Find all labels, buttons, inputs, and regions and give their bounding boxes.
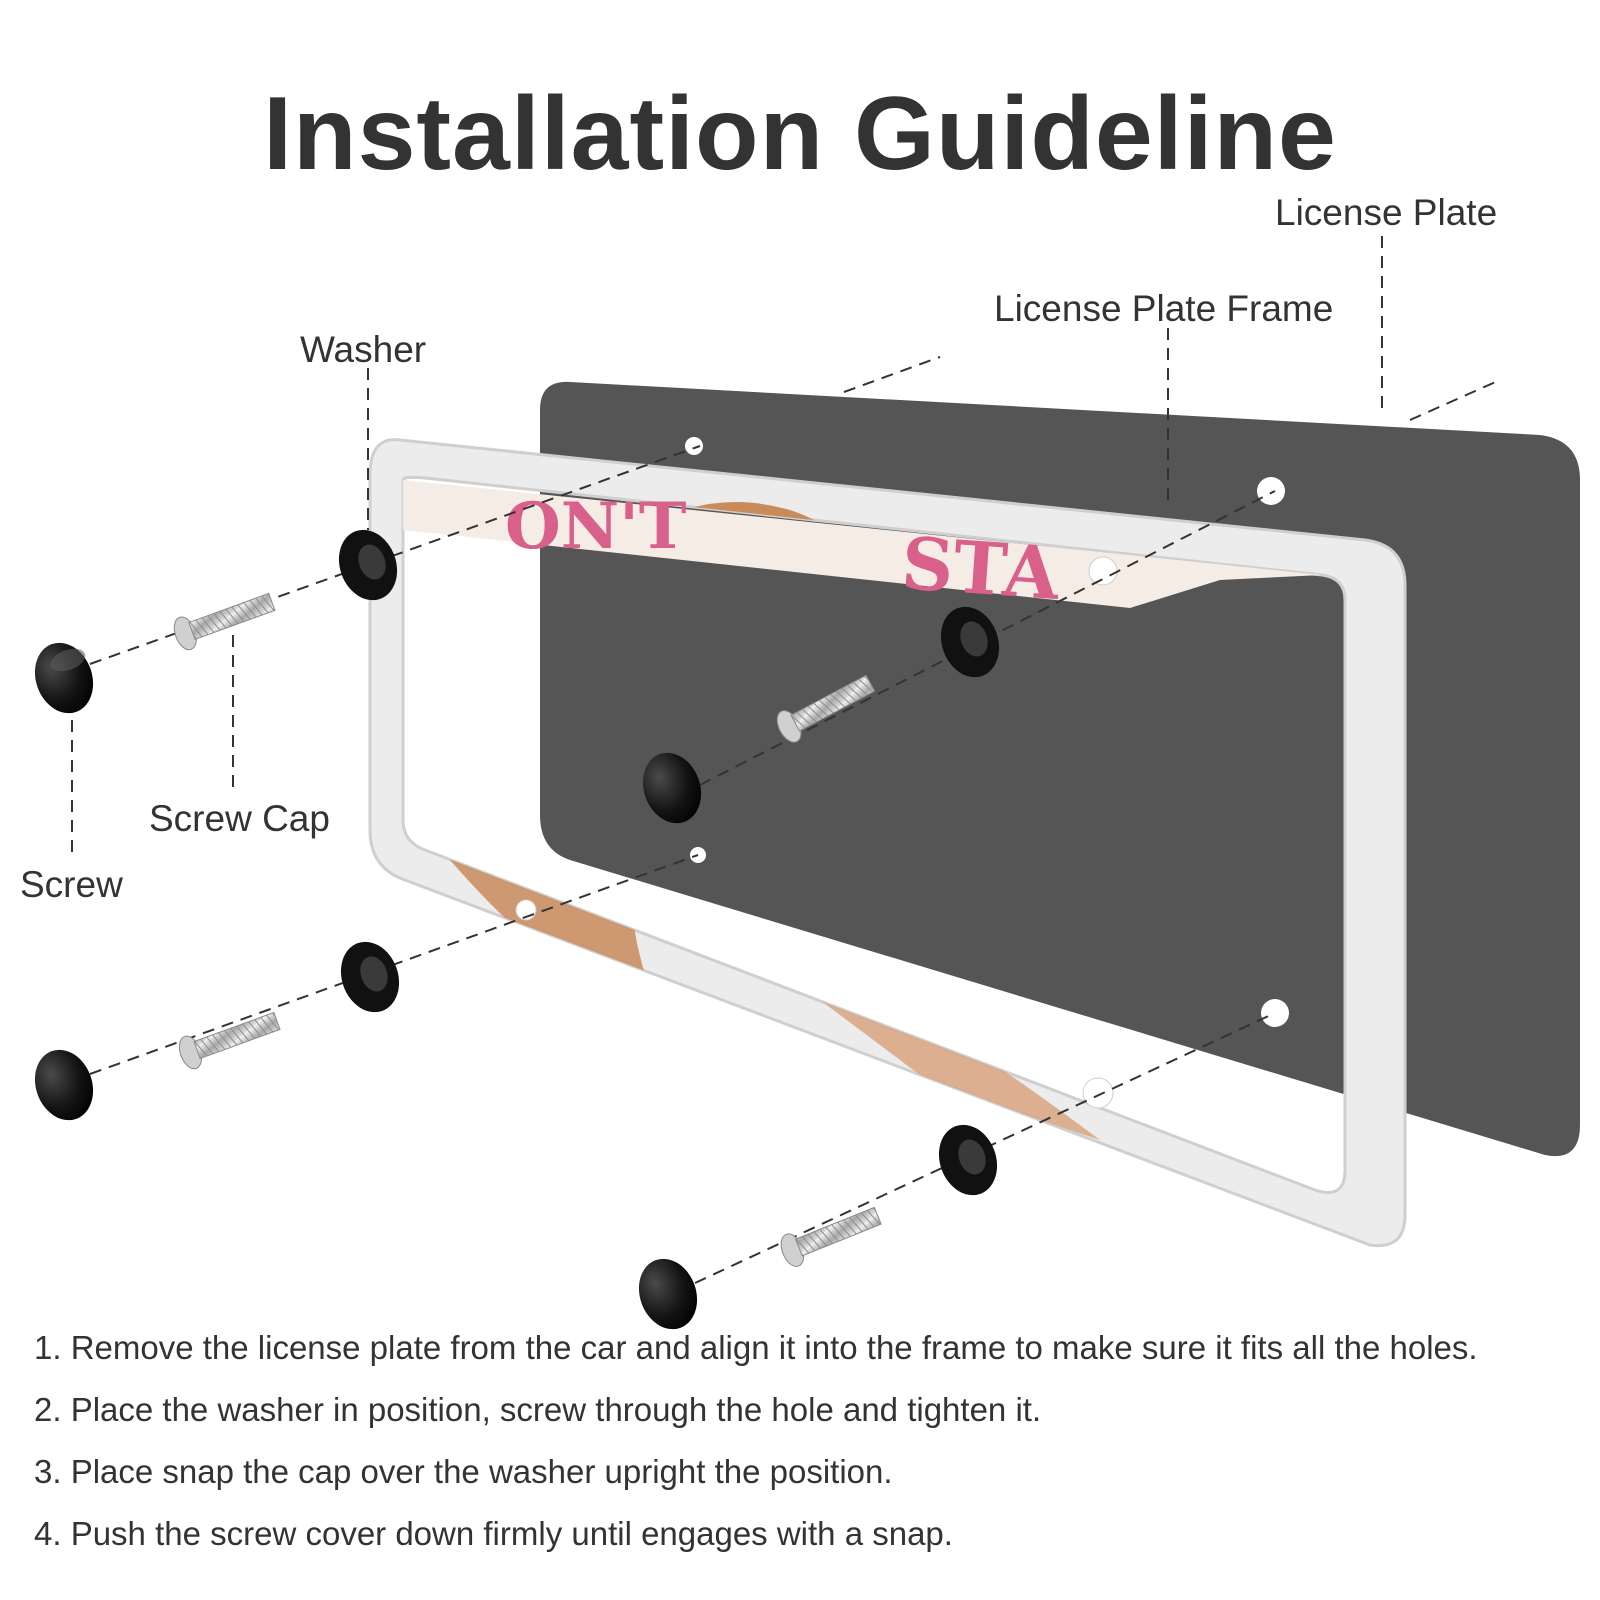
screw — [780, 1206, 882, 1267]
instruction-step: 2. Place the washer in position, screw t… — [34, 1391, 1042, 1428]
washer — [340, 941, 400, 1013]
frame-print-text-right: STA — [899, 520, 1063, 616]
washer — [940, 606, 1000, 678]
frame-hole — [1082, 1077, 1114, 1109]
callout-washer: Washer — [300, 329, 427, 370]
page-title: Installation Guideline — [263, 76, 1337, 192]
instruction-steps: 1. Remove the license plate from the car… — [34, 1330, 1594, 1578]
callout-leaders — [71, 236, 1501, 860]
screw — [776, 674, 876, 743]
washer — [938, 1124, 998, 1196]
screw-cap — [34, 642, 94, 714]
callout-license-plate: License Plate — [1275, 192, 1498, 233]
callout-screw-cap: Screw Cap — [149, 798, 330, 839]
instruction-step: 3. Place snap the cap over the washer up… — [34, 1453, 893, 1490]
frame-print-text-left: ON'T — [505, 489, 686, 564]
plate-hole — [685, 437, 703, 455]
screw-cap — [34, 1049, 94, 1121]
hardware-set-top-right — [642, 606, 1000, 824]
callout-screw: Screw — [20, 864, 123, 905]
washer — [338, 529, 398, 601]
screw — [173, 592, 276, 651]
instruction-step: 4. Push the screw cover down firmly unti… — [34, 1515, 953, 1552]
frame-hole — [1088, 556, 1118, 586]
plate-hole — [1261, 999, 1289, 1027]
hardware-set-top-left — [34, 529, 398, 714]
screw-cap — [642, 752, 702, 824]
hardware-set-bottom-left — [34, 941, 400, 1121]
callout-license-plate-frame: License Plate Frame — [994, 288, 1334, 329]
instruction-step: 1. Remove the license plate from the car… — [34, 1329, 1478, 1366]
screw-cap — [638, 1258, 698, 1330]
screw — [178, 1011, 281, 1070]
plate-hole — [1257, 477, 1285, 505]
hardware-set-bottom-right — [638, 1124, 998, 1330]
